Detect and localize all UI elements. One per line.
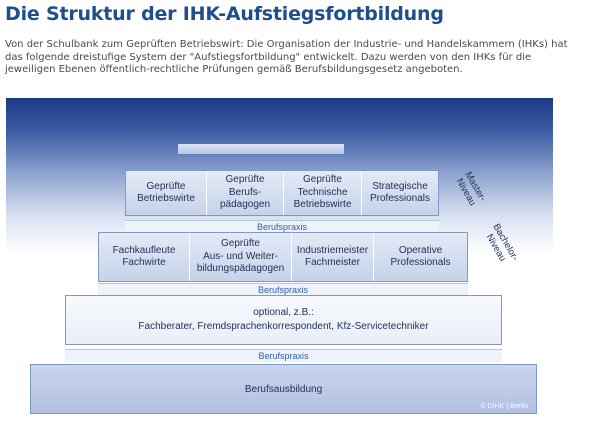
- intro-text: Von der Schulbank zum Geprüften Betriebs…: [5, 39, 568, 75]
- bachelor-item-industriemeister: Industriemeister Fachmeister: [291, 233, 373, 281]
- berufspraxis-band-1: Berufspraxis: [125, 220, 439, 233]
- master-item-berufspaedagogen: Geprüfte Berufs- pädagogen: [206, 171, 283, 215]
- berufsausbildung-label: Berufsausbildung: [244, 384, 323, 395]
- master-tier: Geprüfte Betriebswirte Geprüfte Berufs- …: [125, 170, 439, 216]
- berufspraxis-band-2: Berufspraxis: [98, 283, 468, 296]
- master-item-technische-betriebswirte: Geprüfte Technische Betriebswirte: [283, 171, 361, 215]
- page-title: Die Struktur der IHK-Aufstiegsfortbildun…: [5, 3, 444, 25]
- bachelor-item-operative-professionals: Operative Professionals: [373, 233, 467, 281]
- base-tier: Berufsausbildung © DIHK | Berlin: [30, 364, 537, 414]
- copyright-note: © DIHK | Berlin: [480, 403, 528, 410]
- pyramid-peak: [178, 144, 344, 154]
- optional-label: optional, z.B.:: [253, 307, 314, 318]
- optional-examples: Fachberater, Fremdsprachenkorrespondent,…: [138, 321, 429, 332]
- ihk-structure-diagram: Geprüfte Betriebswirte Geprüfte Berufs- …: [6, 98, 553, 443]
- bachelor-item-fachwirte: Fachkaufleute Fachwirte: [112, 244, 176, 269]
- bachelor-item-ausbildungspaedagogen: Geprüfte Aus- und Weiter- bildungspädago…: [189, 233, 291, 281]
- bachelor-tier: Fachkaufleute Fachwirte Geprüfte Aus- un…: [98, 232, 468, 282]
- master-item-strategische-professionals: Strategische Professionals: [361, 171, 438, 215]
- master-niveau-label: Master- Niveau: [453, 170, 489, 208]
- optional-tier: optional, z.B.: Fachberater, Fremdsprach…: [65, 295, 502, 345]
- bachelor-niveau-label: Bachelor- Niveau: [483, 222, 521, 264]
- master-item-betriebswirte: Geprüfte Betriebswirte: [137, 180, 195, 205]
- berufspraxis-band-3: Berufspraxis: [65, 349, 502, 362]
